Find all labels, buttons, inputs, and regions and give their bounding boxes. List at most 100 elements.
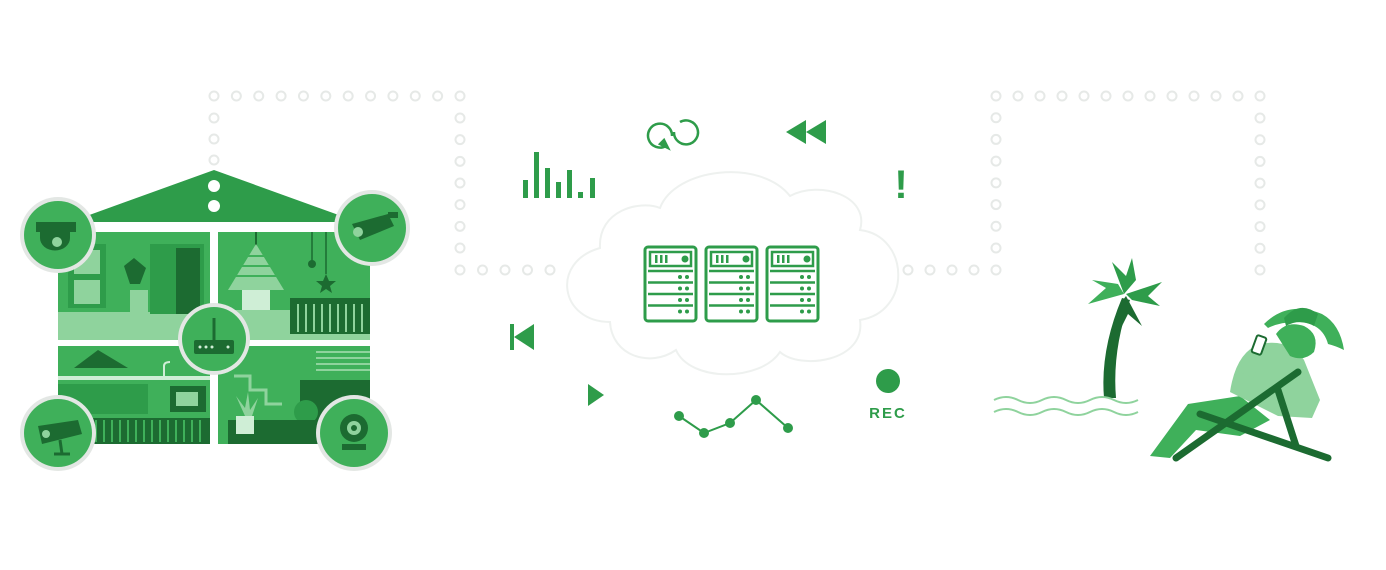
vase-icon (124, 258, 146, 284)
dotted-connector-right (902, 90, 1266, 276)
connector-dot (902, 264, 914, 276)
router-icon (178, 303, 250, 375)
house-roof (70, 170, 358, 222)
connector-dot (946, 264, 958, 276)
connector-dot (454, 242, 466, 254)
connector-dot (454, 177, 466, 189)
plant-icon (236, 392, 258, 416)
server-icon (765, 245, 820, 323)
line-graph-icon (674, 395, 793, 438)
connector-dot (924, 264, 936, 276)
connector-dot (990, 177, 1002, 189)
connector-dot (499, 264, 511, 276)
star-icon (316, 274, 336, 293)
person-head (1276, 324, 1316, 359)
server-icon (704, 245, 759, 323)
play-icon (588, 384, 604, 406)
connector-dot (1056, 90, 1068, 102)
connector-dot (454, 90, 466, 102)
security-camera-icon (20, 395, 96, 471)
connector-dot (454, 155, 466, 167)
connector-dot (320, 90, 332, 102)
bar-chart-icon (523, 152, 595, 198)
connector-dot (208, 154, 220, 166)
connector-dot (990, 264, 1002, 276)
phone-icon (1250, 334, 1268, 356)
connector-dot (1144, 90, 1156, 102)
connector-dot (1254, 90, 1266, 102)
connector-dot (208, 112, 220, 124)
server-rack-group (643, 245, 820, 323)
record-label: REC (869, 405, 907, 422)
dome-camera-icon (20, 197, 96, 273)
connector-dot (1188, 90, 1200, 102)
connector-dot (454, 264, 466, 276)
connector-dot (1254, 242, 1266, 254)
connector-dot (387, 90, 399, 102)
palm-leaves-icon (1088, 258, 1162, 330)
connector-dot (522, 264, 533, 276)
waves (993, 396, 1139, 416)
connector-dot (454, 220, 466, 232)
plant-pot (236, 416, 254, 434)
connector-dot (253, 90, 265, 102)
range-hood (74, 350, 128, 368)
rewind-icon (786, 120, 826, 144)
connector-dot (365, 90, 377, 102)
connector-dot (1254, 221, 1266, 233)
server-icon (643, 245, 698, 323)
beach-relaxing-illustration (993, 258, 1344, 462)
connector-dot (1254, 155, 1266, 167)
connector-dot (1034, 90, 1046, 102)
staircase (234, 374, 282, 406)
connector-dot (990, 155, 1002, 167)
connector-dot (1254, 199, 1266, 211)
connector-dot (1254, 112, 1266, 124)
smart-home-illustration (20, 170, 410, 471)
connector-dot (968, 264, 980, 276)
connector-dot (1210, 90, 1222, 102)
record-indicator: REC (869, 369, 907, 422)
connector-dot (1122, 90, 1134, 102)
connector-dot (454, 112, 466, 124)
connector-dot (544, 264, 556, 276)
connector-dot (208, 90, 220, 102)
connector-dot (990, 133, 1002, 145)
dotted-connector-left (208, 90, 556, 276)
connector-dot (1166, 90, 1178, 102)
palm-trunk (1103, 298, 1130, 398)
sun-hat-icon (1264, 308, 1344, 350)
connector-dot (1232, 90, 1244, 102)
connector-dot (990, 199, 1002, 211)
connector-dot (432, 90, 444, 102)
connector-dot (477, 264, 488, 276)
connector-dot (454, 134, 466, 146)
cloud-outline (566, 171, 900, 376)
roof-dot (208, 200, 220, 212)
connector-dot (1078, 90, 1090, 102)
connector-dot (275, 90, 287, 102)
connector-dot (1254, 134, 1266, 146)
connector-dot (1100, 90, 1112, 102)
exclamation-icon: ! (894, 163, 907, 207)
connector-dot (297, 90, 309, 102)
connector-dot (208, 133, 220, 145)
connector-dot (454, 199, 466, 211)
connector-dot (342, 90, 354, 102)
beach-chair (1172, 368, 1332, 462)
webcam-icon (316, 395, 392, 471)
connector-dot (1012, 90, 1024, 102)
skip-back-icon (510, 324, 534, 350)
connector-dot (1254, 264, 1266, 276)
connector-dot (409, 90, 421, 102)
connector-dot (990, 242, 1002, 254)
connector-dot (990, 90, 1002, 102)
connector-dot (1254, 177, 1266, 189)
connector-dot (230, 90, 242, 102)
bullet-camera-icon (334, 190, 410, 266)
connector-dot (990, 220, 1002, 232)
record-dot-icon (876, 369, 900, 393)
roof-dot (208, 180, 220, 192)
loop-icon (646, 119, 700, 151)
